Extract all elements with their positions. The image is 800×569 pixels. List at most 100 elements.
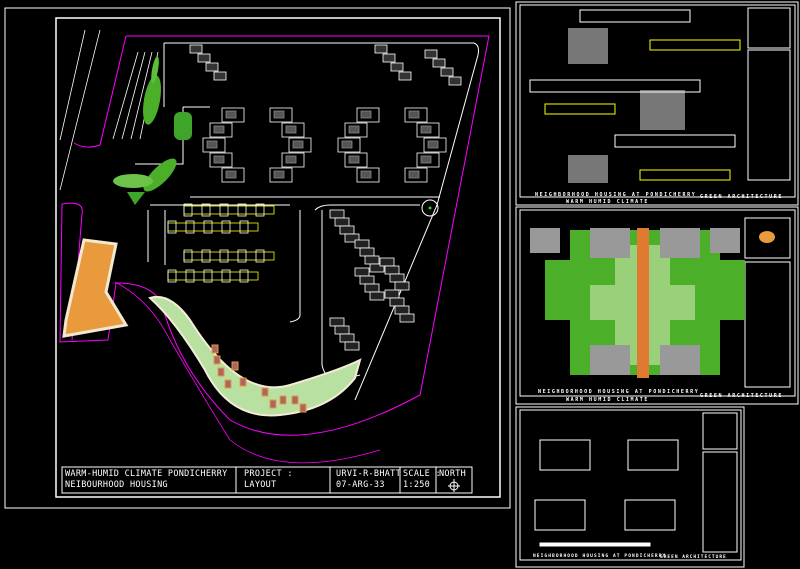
housing-unit bbox=[273, 110, 285, 119]
housing-unit bbox=[237, 249, 247, 263]
housing-unit bbox=[384, 265, 400, 275]
housing-unit bbox=[167, 220, 177, 234]
housing-unit bbox=[285, 155, 297, 164]
housing-unit bbox=[398, 71, 412, 81]
housing-unit bbox=[369, 263, 385, 273]
housing-unit bbox=[255, 203, 265, 217]
housing-unit bbox=[369, 291, 385, 301]
housing-unit bbox=[221, 107, 245, 123]
housing-unit bbox=[201, 203, 211, 217]
housing-unit bbox=[432, 58, 446, 68]
housing-unit bbox=[356, 107, 380, 123]
housing-unit bbox=[209, 152, 233, 168]
title-block-frame bbox=[61, 466, 473, 494]
housing-unit bbox=[213, 71, 227, 81]
sheet3-unit-plans bbox=[534, 439, 679, 547]
orange-plaza bbox=[62, 238, 129, 338]
housing-unit bbox=[408, 170, 420, 179]
sheet2-subcaption: WARM HUMID CLIMATE bbox=[566, 397, 649, 403]
housing-unit bbox=[448, 76, 462, 86]
housing-unit bbox=[404, 167, 428, 183]
housing-unit bbox=[183, 251, 275, 261]
housing-unit bbox=[281, 152, 305, 168]
north-label: NORTH bbox=[439, 469, 467, 479]
housing-unit bbox=[221, 220, 231, 234]
curved-park bbox=[147, 296, 362, 417]
housing-unit bbox=[364, 283, 380, 293]
housing-unit bbox=[399, 313, 415, 323]
housing-blocks bbox=[167, 44, 462, 351]
housing-unit bbox=[239, 220, 249, 234]
housing-unit bbox=[255, 249, 265, 263]
housing-unit bbox=[167, 222, 259, 232]
sheet1-tag: GREEN ARCHITECTURE bbox=[700, 194, 783, 200]
housing-unit bbox=[219, 203, 229, 217]
housing-unit bbox=[269, 167, 293, 183]
housing-unit bbox=[354, 267, 370, 277]
housing-unit bbox=[285, 125, 297, 134]
sheet3-caption: NEIGHBORHOOD HOUSING AT PONDICHERRY bbox=[533, 554, 667, 559]
housing-unit bbox=[197, 53, 211, 63]
housing-unit bbox=[424, 49, 438, 59]
housing-unit bbox=[225, 110, 237, 119]
housing-unit bbox=[281, 122, 305, 138]
sheet2-cluster-plan bbox=[530, 228, 775, 378]
sheet1-subcaption: WARM HUMID CLIMATE bbox=[566, 199, 649, 205]
housing-unit bbox=[390, 62, 404, 72]
housing-unit bbox=[213, 125, 225, 134]
sheet1-caption: NEIGHBORHOOD HOUSING AT PONDICHERRY bbox=[535, 192, 697, 198]
housing-unit bbox=[394, 305, 410, 315]
north-arrow-icon bbox=[448, 479, 460, 492]
housing-unit bbox=[183, 205, 275, 215]
housing-unit bbox=[239, 269, 249, 283]
housing-unit bbox=[364, 255, 380, 265]
title-line-1: WARM-HUMID CLIMATE PONDICHERRY bbox=[65, 469, 228, 479]
housing-unit bbox=[185, 269, 195, 283]
scale-label: SCALE : bbox=[403, 469, 441, 479]
housing-unit bbox=[356, 167, 380, 183]
housing-unit bbox=[213, 155, 225, 164]
housing-unit bbox=[348, 155, 360, 164]
housing-unit bbox=[202, 137, 226, 153]
housing-unit bbox=[189, 44, 203, 54]
housing-unit bbox=[382, 53, 396, 63]
housing-unit bbox=[440, 67, 454, 77]
housing-unit bbox=[205, 62, 219, 72]
housing-unit bbox=[334, 325, 350, 335]
housing-unit bbox=[339, 333, 355, 343]
housing-unit bbox=[384, 289, 400, 299]
housing-unit bbox=[167, 269, 177, 283]
housing-unit bbox=[201, 249, 211, 263]
housing-unit bbox=[185, 220, 195, 234]
sheet2-caption: NEIGHBORHOOD HOUSING AT PONDICHERRY bbox=[538, 389, 700, 395]
housing-unit bbox=[292, 140, 304, 149]
scale-value: 1:250 bbox=[403, 480, 431, 490]
park-cluster-units bbox=[211, 344, 307, 413]
outer-road-edge bbox=[114, 281, 381, 464]
housing-unit bbox=[389, 273, 405, 283]
housing-unit bbox=[221, 167, 245, 183]
housing-unit bbox=[183, 249, 193, 263]
housing-unit bbox=[341, 140, 353, 149]
housing-unit bbox=[344, 152, 368, 168]
housing-unit bbox=[348, 125, 360, 134]
site-layout-sheet bbox=[4, 7, 511, 509]
sheet-frames bbox=[515, 1, 799, 568]
site-boundary bbox=[59, 35, 490, 436]
housing-unit bbox=[389, 297, 405, 307]
housing-unit bbox=[394, 281, 410, 291]
housing-unit bbox=[337, 137, 361, 153]
housing-unit bbox=[416, 122, 440, 138]
sheet1-plans bbox=[529, 9, 741, 183]
housing-unit bbox=[420, 155, 432, 164]
roundabout bbox=[421, 199, 439, 217]
housing-unit bbox=[416, 152, 440, 168]
housing-unit bbox=[221, 269, 231, 283]
housing-unit bbox=[360, 170, 372, 179]
housing-unit bbox=[339, 225, 355, 235]
housing-unit bbox=[203, 269, 213, 283]
housing-unit bbox=[225, 170, 237, 179]
housing-unit bbox=[423, 137, 447, 153]
housing-unit bbox=[404, 107, 428, 123]
roundabout-center bbox=[428, 206, 432, 210]
